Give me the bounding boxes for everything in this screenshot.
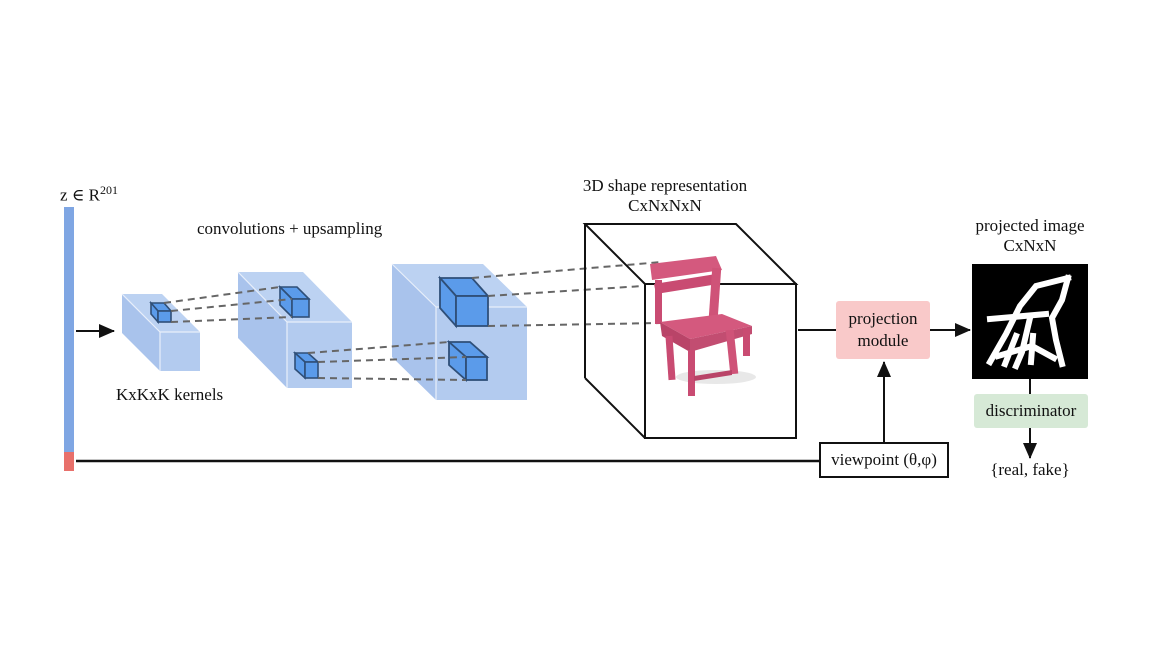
discriminator-box: discriminator [974,394,1088,428]
viewpoint-box: viewpoint (θ,φ) [819,442,949,478]
kernel-cube-1 [149,300,173,325]
projection-module: projection module [836,301,930,359]
discriminator-label: discriminator [985,401,1077,420]
projection-label-line1: projection [848,309,918,328]
latent-viewpoint-segment [64,452,74,471]
latent-dimension: 201 [99,183,118,197]
kernel-label: KxKxK kernels [116,385,224,404]
discriminator-output: {real, fake} [990,460,1070,479]
latent-label: z ∈ R201 [60,180,118,206]
latent-vector-bar [64,207,74,453]
shape-title: 3D shape representation CxNxNxN [560,176,770,216]
kernel-cube-3a [437,275,491,329]
latent-label-text: z ∈ R [60,185,100,205]
projection-label-line2: module [857,331,909,350]
voxel-chair [650,256,756,396]
shape-title-line1: 3D shape representation [582,176,748,195]
projected-image [972,264,1088,379]
receptive-field-dashes [163,261,663,381]
generator-title: convolutions + upsampling [197,219,383,238]
kernel-cube-2a [278,285,311,319]
projected-image-title-line2: CxNxN [1003,236,1057,255]
viewpoint-label: viewpoint (θ,φ) [831,450,937,469]
shape-volume-cube [582,223,799,439]
kernel-cube-3b [446,340,490,382]
projected-image-title: projected image CxNxN [960,216,1100,256]
projected-image-title-line1: projected image [975,216,1085,235]
shape-title-line2: CxNxNxN [628,196,702,215]
